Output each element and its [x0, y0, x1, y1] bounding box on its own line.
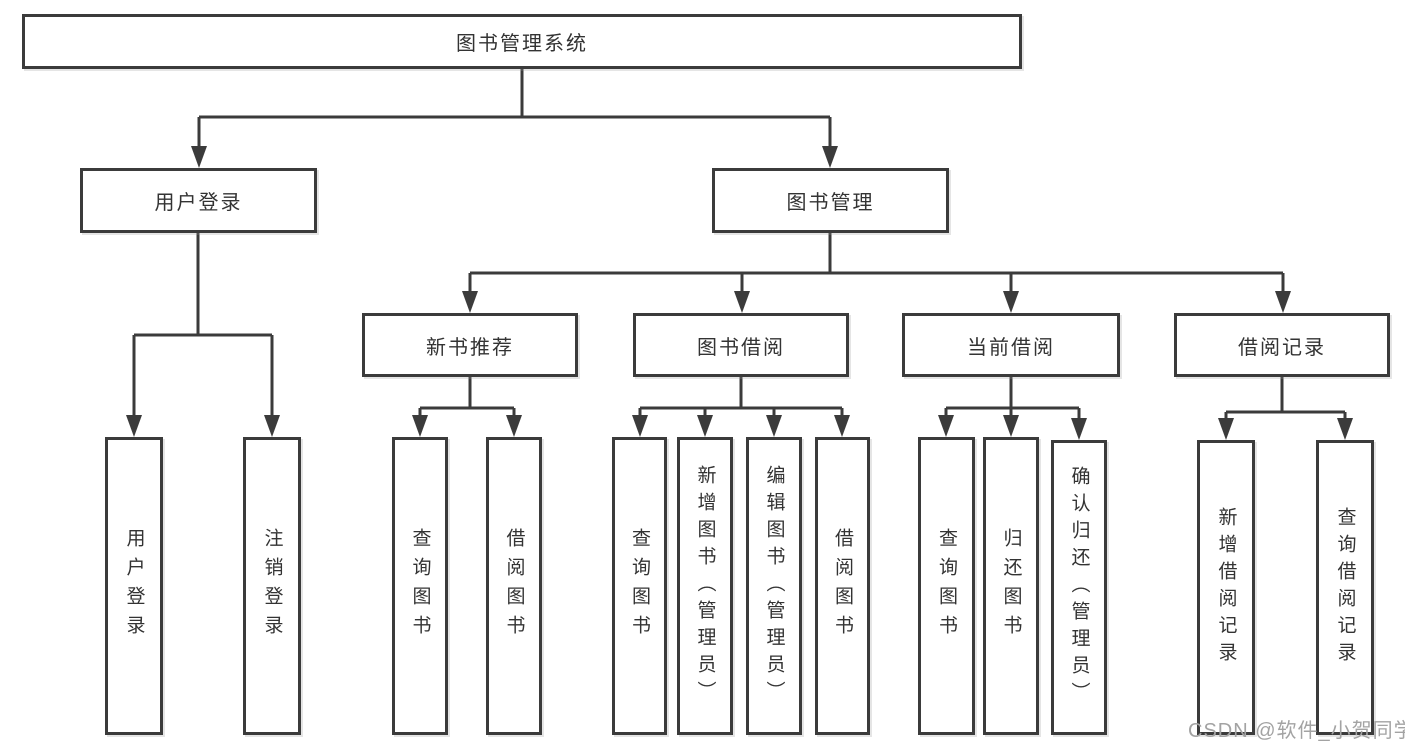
leaf-add-book-admin: 新增图书（管理员） — [677, 437, 733, 735]
leaf-query-book-1-label: 查询图书 — [409, 528, 431, 644]
connector-user-login-to-children — [132, 233, 274, 419]
node-book-borrow: 图书借阅 — [633, 313, 849, 377]
connector-new-book-recommend-to-children — [418, 377, 516, 421]
leaf-return-book-label: 归还图书 — [1000, 528, 1022, 644]
leaf-user-login: 用户登录 — [105, 437, 163, 735]
leaf-query-book-2-label: 查询图书 — [629, 528, 650, 644]
node-book-borrow-label: 图书借阅 — [697, 336, 785, 359]
leaf-query-book-3-label: 查询图书 — [936, 528, 957, 644]
leaf-borrow-book-2-label: 借阅图书 — [832, 528, 853, 644]
leaf-user-login-label: 用户登录 — [123, 528, 145, 644]
connector-root-to-level2 — [197, 69, 832, 150]
csdn-watermark: CSDN @软件_小贺同学 — [1188, 720, 1405, 742]
connector-book-borrow-to-children — [638, 377, 844, 421]
leaf-confirm-return-admin: 确认归还（管理员） — [1051, 440, 1107, 735]
leaf-logout: 注销登录 — [243, 437, 301, 735]
leaf-query-book-1: 查询图书 — [392, 437, 448, 735]
leaf-add-borrow-record: 新增借阅记录 — [1197, 440, 1255, 735]
leaf-query-borrow-record: 查询借阅记录 — [1316, 440, 1374, 735]
arrowheads — [126, 146, 1353, 440]
leaf-borrow-book-1: 借阅图书 — [486, 437, 542, 735]
leaf-add-book-admin-label: 新增图书（管理员） — [694, 464, 716, 708]
leaf-borrow-book-2: 借阅图书 — [815, 437, 870, 735]
node-system-root-label: 图书管理系统 — [456, 33, 588, 55]
connector-current-borrow-to-children — [944, 377, 1081, 421]
node-system-root: 图书管理系统 — [22, 14, 1022, 69]
leaf-query-book-3: 查询图书 — [918, 437, 975, 735]
node-borrow-record: 借阅记录 — [1174, 313, 1390, 377]
leaf-confirm-return-admin-label: 确认归还（管理员） — [1068, 466, 1090, 709]
node-user-login-label: 用户登录 — [154, 192, 243, 214]
node-new-book-recommend: 新书推荐 — [362, 313, 578, 377]
leaf-edit-book-admin: 编辑图书（管理员） — [746, 437, 802, 735]
node-new-book-recommend-label: 新书推荐 — [426, 336, 514, 359]
node-current-borrow-label: 当前借阅 — [967, 336, 1055, 359]
leaf-query-book-2: 查询图书 — [612, 437, 667, 735]
leaf-add-borrow-record-label: 新增借阅记录 — [1215, 506, 1237, 669]
leaf-logout-label: 注销登录 — [261, 528, 283, 644]
node-book-management: 图书管理 — [712, 168, 949, 233]
leaf-return-book: 归还图书 — [983, 437, 1039, 735]
leaf-edit-book-admin-label: 编辑图书（管理员） — [763, 464, 785, 708]
node-borrow-record-label: 借阅记录 — [1238, 336, 1326, 359]
leaf-query-borrow-record-label: 查询借阅记录 — [1334, 506, 1356, 669]
connector-book-management-to-level3 — [468, 233, 1285, 295]
node-book-management-label: 图书管理 — [786, 192, 875, 214]
node-user-login: 用户登录 — [80, 168, 317, 233]
leaf-borrow-book-1-label: 借阅图书 — [503, 528, 525, 644]
connector-borrow-record-to-children — [1224, 377, 1347, 424]
node-current-borrow: 当前借阅 — [902, 313, 1120, 377]
